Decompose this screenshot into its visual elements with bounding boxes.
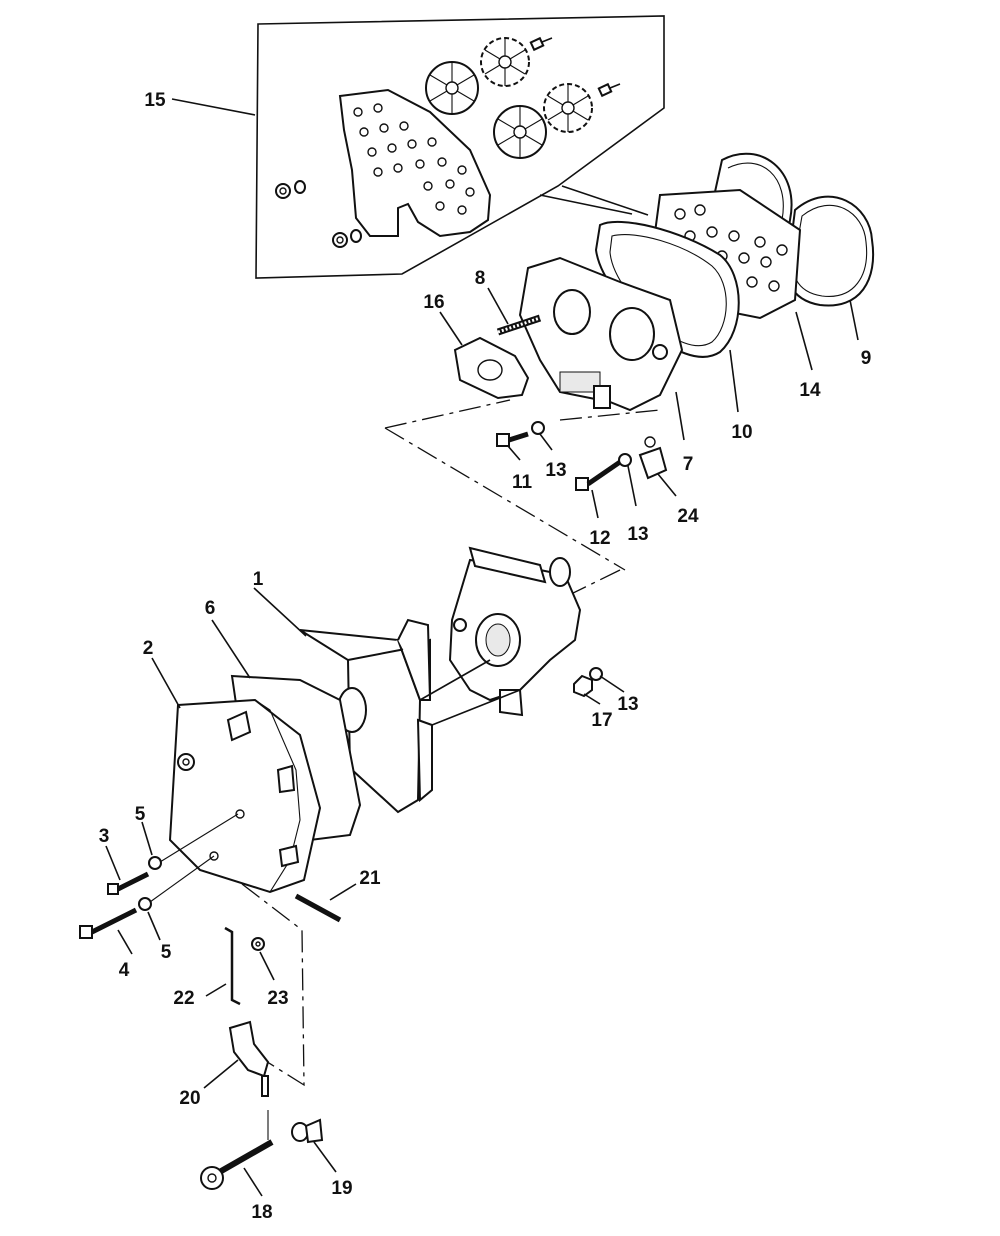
callout-7: 7 bbox=[683, 454, 694, 475]
inset-nut-washer-1 bbox=[275, 180, 306, 199]
callout-16: 16 bbox=[423, 292, 444, 313]
carburetor bbox=[448, 546, 582, 717]
silencer-base-1 bbox=[299, 618, 433, 814]
callout-11: 11 bbox=[512, 472, 533, 493]
choke-knob-18 bbox=[200, 1110, 274, 1190]
reed-block-7 bbox=[518, 256, 684, 412]
callout-17: 17 bbox=[591, 710, 612, 731]
callout-2: 2 bbox=[143, 638, 154, 659]
callout-22: 22 bbox=[173, 988, 194, 1009]
inset-screw-2 bbox=[597, 82, 621, 98]
washer-5-b bbox=[138, 897, 152, 911]
link-rod-22 bbox=[224, 926, 241, 1006]
reed-petal-4 bbox=[543, 83, 593, 133]
callout-13-a: 13 bbox=[545, 460, 566, 481]
callout-12: 12 bbox=[589, 528, 610, 549]
callout-24: 24 bbox=[677, 506, 699, 527]
gasket-16 bbox=[453, 336, 530, 400]
callout-labels: 1 2 3 4 5 5 6 7 8 9 10 11 12 13 13 13 14… bbox=[99, 90, 872, 1223]
inset-screw-1 bbox=[529, 36, 553, 52]
clip-24 bbox=[638, 436, 668, 480]
washer-5-a bbox=[148, 856, 162, 870]
washer-13-a bbox=[531, 421, 545, 435]
callout-4: 4 bbox=[119, 960, 130, 981]
reed-plate-holes bbox=[353, 103, 475, 215]
inset-nut-washer-2 bbox=[332, 229, 362, 248]
pin-21 bbox=[294, 893, 342, 923]
callout-20: 20 bbox=[179, 1088, 200, 1109]
screw-12 bbox=[575, 459, 622, 491]
callout-5-upper: 5 bbox=[135, 804, 146, 825]
callout-9: 9 bbox=[861, 348, 872, 369]
nut-17 bbox=[573, 674, 593, 698]
callout-8: 8 bbox=[475, 268, 486, 289]
washer-13-b bbox=[618, 453, 632, 467]
washer-13-c bbox=[589, 667, 603, 681]
leader-lines bbox=[105, 98, 859, 1197]
callout-1: 1 bbox=[253, 569, 264, 590]
callout-6: 6 bbox=[205, 598, 216, 619]
screw-4 bbox=[79, 907, 138, 939]
callout-18: 18 bbox=[251, 1202, 272, 1223]
callout-10: 10 bbox=[731, 422, 752, 443]
screw-11 bbox=[496, 431, 529, 447]
stud-8 bbox=[496, 314, 542, 336]
clip-23 bbox=[251, 937, 265, 951]
callout-23: 23 bbox=[267, 988, 288, 1009]
callout-3: 3 bbox=[99, 826, 110, 847]
reed-petal-1 bbox=[425, 61, 479, 115]
callout-19: 19 bbox=[331, 1178, 352, 1199]
grommet-19 bbox=[291, 1118, 324, 1144]
choke-lever-20 bbox=[228, 1020, 270, 1097]
callout-21: 21 bbox=[359, 868, 381, 889]
inset-reed-kit bbox=[255, 15, 665, 279]
reed-petal-2 bbox=[480, 37, 530, 87]
callout-13-c: 13 bbox=[617, 694, 638, 715]
callout-15: 15 bbox=[144, 90, 166, 111]
callout-5-lower: 5 bbox=[161, 942, 172, 963]
callout-13-b: 13 bbox=[627, 524, 648, 545]
screw-3 bbox=[107, 871, 150, 895]
callout-14: 14 bbox=[799, 380, 821, 401]
reed-petal-3 bbox=[493, 105, 547, 159]
